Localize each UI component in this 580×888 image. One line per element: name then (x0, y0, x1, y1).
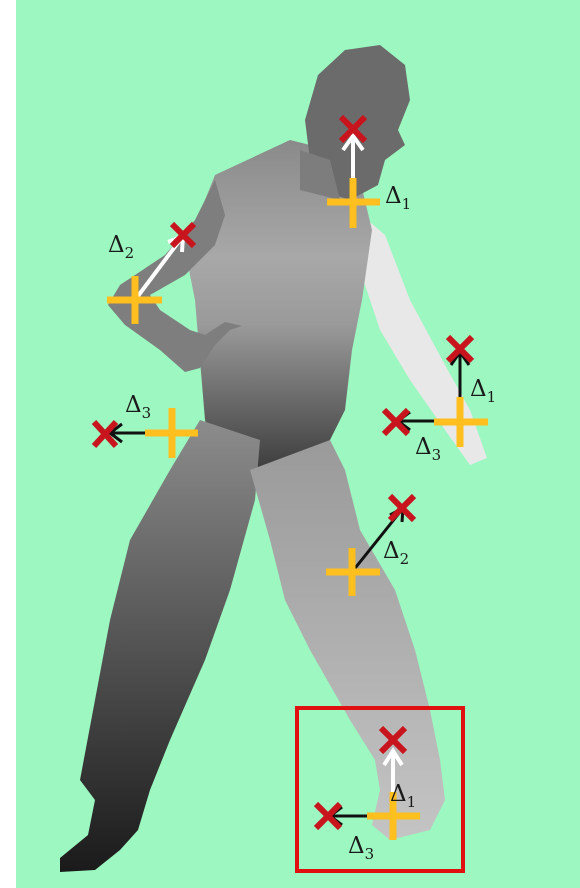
left-margin (0, 0, 16, 888)
